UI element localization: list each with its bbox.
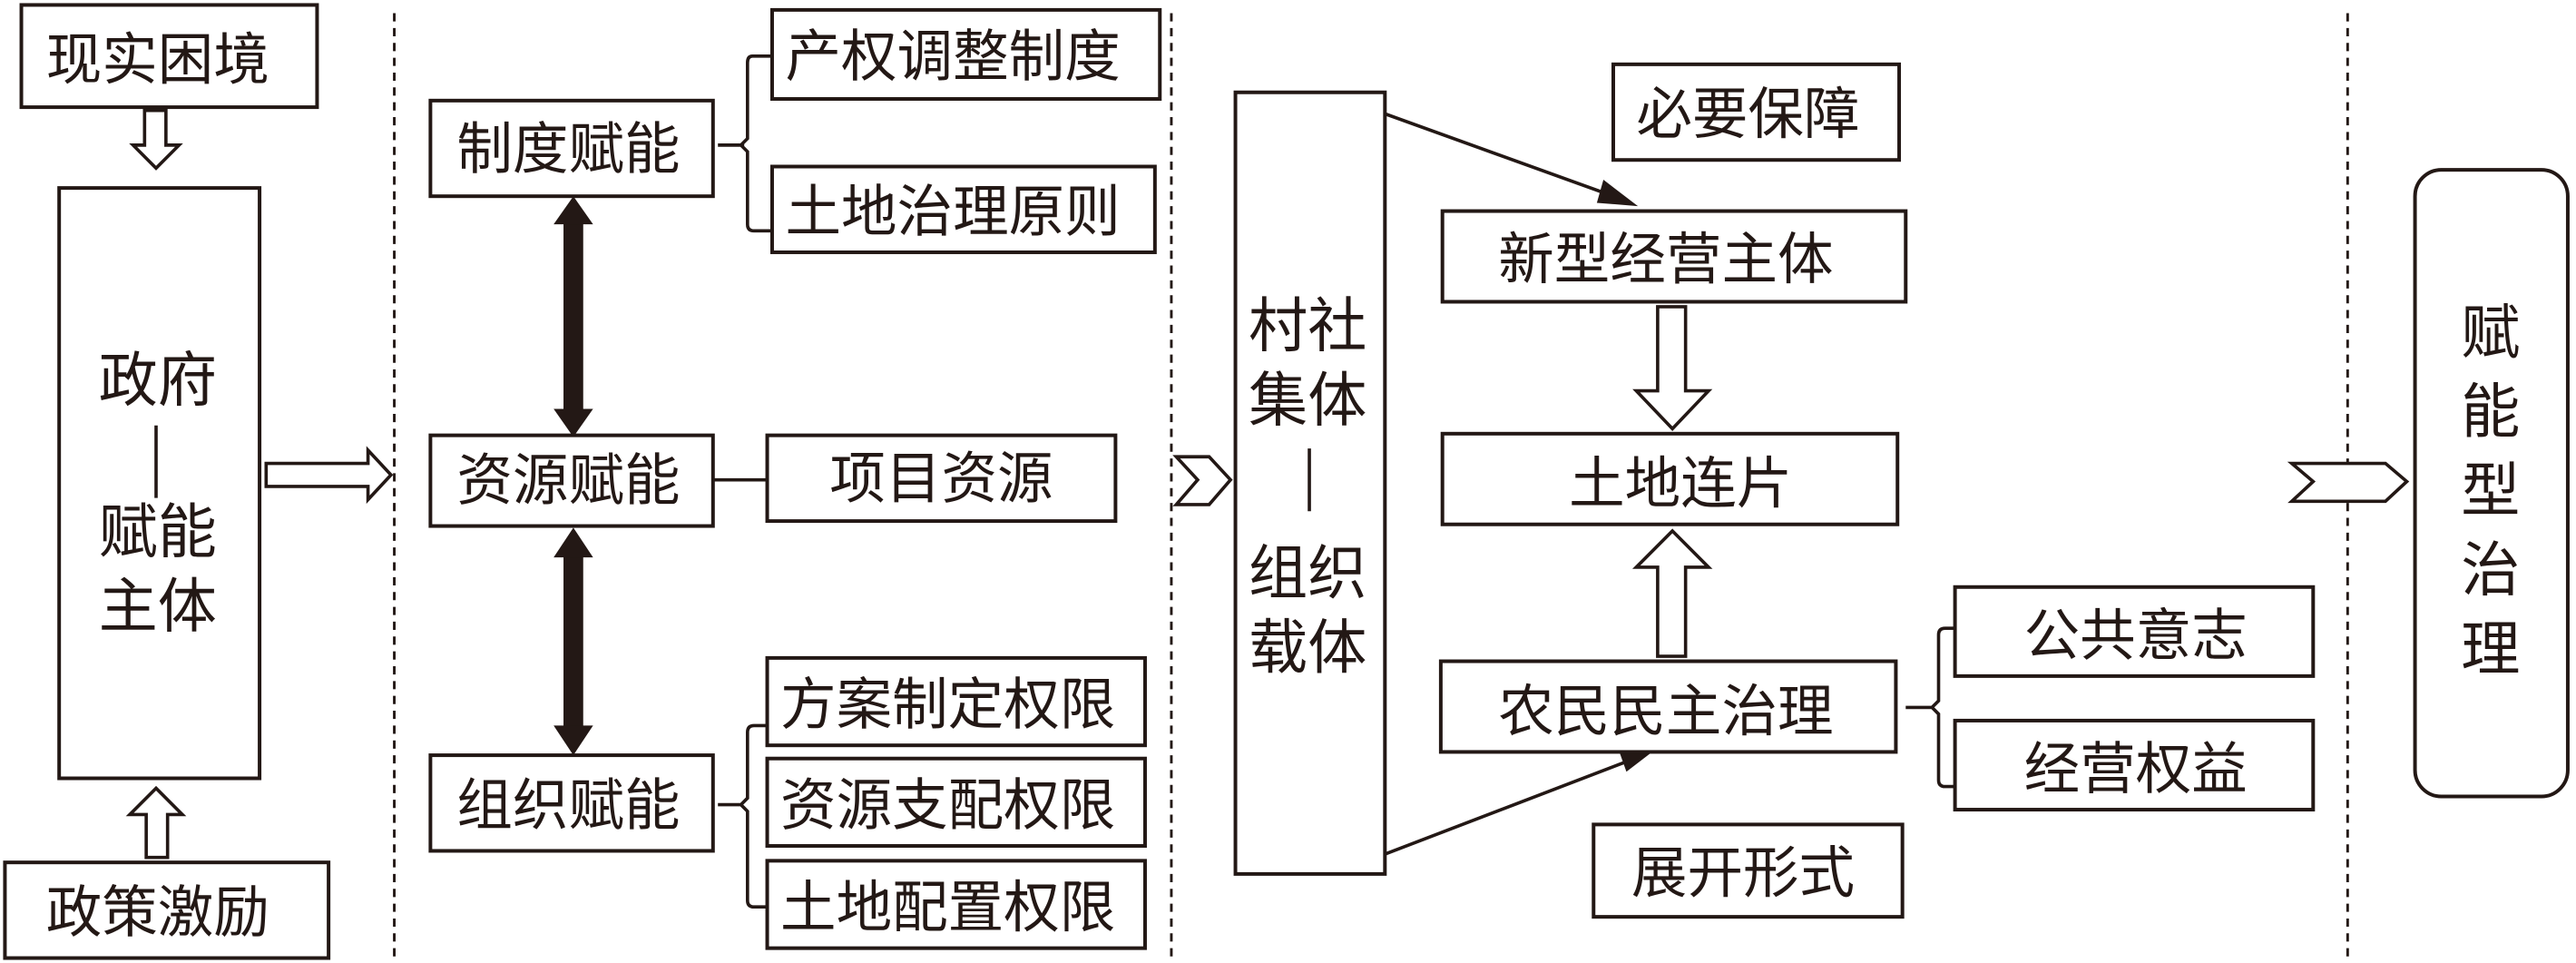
land-consolidation-text: 土地连片 bbox=[1569, 451, 1792, 516]
down-arrow-icon bbox=[1632, 305, 1713, 431]
result-char-3: 型 bbox=[2461, 457, 2520, 526]
operating-rights-box bbox=[1953, 718, 2316, 812]
empowered-governance-box bbox=[2413, 168, 2570, 799]
reality-dilemma-text: 现实困境 bbox=[46, 27, 269, 93]
result-char-4: 治 bbox=[2461, 536, 2520, 604]
form-box bbox=[1592, 822, 1905, 919]
organization-empowerment-text: 组织赋能 bbox=[456, 772, 680, 838]
reality-dilemma-box bbox=[19, 3, 319, 110]
carrier-line-2: 集体 bbox=[1249, 366, 1366, 435]
carrier-line-5: 载体 bbox=[1249, 614, 1366, 683]
carrier-line-4: 组织 bbox=[1249, 539, 1366, 608]
result-char-5: 理 bbox=[2461, 615, 2520, 684]
democratic-governance-text: 农民民主治理 bbox=[1498, 679, 1833, 744]
result-char-1: 赋 bbox=[2461, 299, 2520, 368]
project-resources-text: 项目资源 bbox=[829, 447, 1053, 512]
guarantee-box bbox=[1611, 62, 1902, 162]
land-governance-text: 土地治理原则 bbox=[785, 179, 1120, 244]
project-resources-box bbox=[765, 433, 1118, 524]
guarantee-text: 必要保障 bbox=[1636, 82, 1859, 147]
institution-empowerment-text: 制度赋能 bbox=[456, 116, 680, 182]
policy-incentive-text: 政策激励 bbox=[46, 879, 269, 945]
government-line-1: 政府 bbox=[99, 346, 217, 415]
organization-empowerment-box bbox=[428, 753, 715, 853]
right-arrow-icon bbox=[264, 446, 394, 505]
land-allocation-authority-text: 土地配置权限 bbox=[780, 875, 1115, 940]
new-entity-text: 新型经营主体 bbox=[1498, 227, 1833, 292]
arrowhead-icon bbox=[1596, 180, 1639, 207]
organization-brace bbox=[718, 723, 768, 909]
chevron-arrow-icon bbox=[1172, 455, 1233, 506]
property-rights-box bbox=[769, 7, 1162, 102]
down-arrow-icon bbox=[129, 108, 183, 171]
government-line-4: 主体 bbox=[99, 572, 217, 641]
land-consolidation-box bbox=[1440, 431, 1900, 526]
operating-rights-text: 经营权益 bbox=[2024, 736, 2248, 801]
result-char-2: 能 bbox=[2461, 378, 2520, 447]
public-will-box bbox=[1953, 585, 2316, 678]
land-governance-box bbox=[769, 164, 1157, 254]
plan-authority-box bbox=[765, 655, 1147, 748]
democratic-brace bbox=[1905, 626, 1955, 789]
resource-empowerment-text: 资源赋能 bbox=[456, 447, 680, 513]
plan-authority-text: 方案制定权限 bbox=[780, 672, 1115, 737]
land-allocation-authority-box bbox=[765, 859, 1147, 950]
up-arrow-icon bbox=[1631, 528, 1713, 658]
democratic-governance-box bbox=[1438, 659, 1898, 754]
resource-authority-box bbox=[765, 756, 1147, 849]
up-arrow-icon bbox=[125, 785, 187, 860]
property-rights-text: 产权调整制度 bbox=[785, 24, 1120, 89]
government-box bbox=[57, 186, 262, 781]
form-text: 展开形式 bbox=[1631, 840, 1855, 906]
arrowhead-icon bbox=[1618, 748, 1655, 772]
policy-incentive-box bbox=[3, 860, 331, 960]
resource-authority-text: 资源支配权限 bbox=[780, 772, 1115, 838]
chevron-arrow-icon bbox=[2287, 461, 2410, 504]
double-arrow-icon bbox=[553, 196, 593, 437]
government-line-3: 赋能 bbox=[99, 498, 217, 567]
double-arrow-icon bbox=[553, 527, 593, 756]
arrow-to-democratic bbox=[1384, 757, 1636, 856]
resource-empowerment-box bbox=[428, 433, 715, 528]
arrow-to-new-entity bbox=[1384, 112, 1620, 200]
carrier-line-1: 村社 bbox=[1249, 291, 1366, 360]
new-entity-box bbox=[1440, 209, 1908, 304]
public-will-text: 公共意志 bbox=[2024, 603, 2248, 668]
institution-empowerment-box bbox=[428, 98, 715, 199]
institution-brace bbox=[718, 54, 772, 233]
